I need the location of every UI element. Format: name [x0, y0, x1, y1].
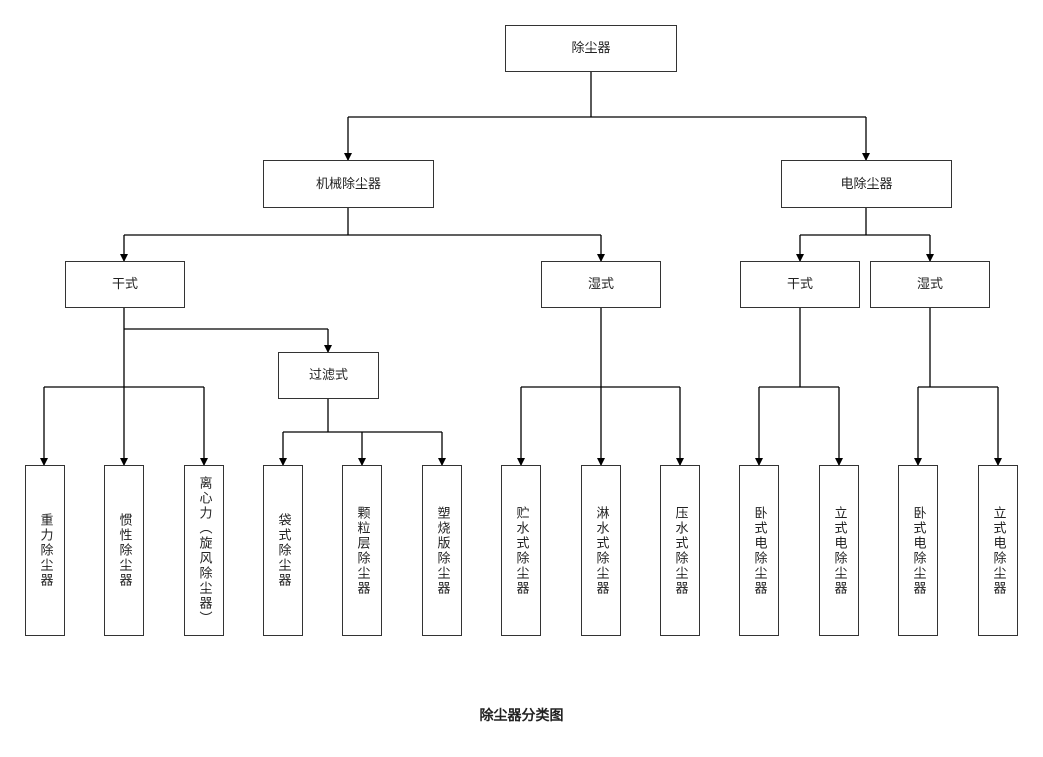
node-label: 湿式: [916, 277, 943, 292]
node-label: 过滤式: [308, 368, 348, 383]
leaf-label: 卧式电除尘器: [910, 505, 926, 596]
leaf-label: 立式电除尘器: [831, 505, 847, 596]
leaf-gravity: 重力除尘器: [25, 465, 65, 636]
leaf-vertical-esp-wet: 立式电除尘器: [978, 465, 1018, 636]
node-filter: 过滤式: [278, 352, 379, 399]
leaf-water-spray: 淋水式除尘器: [581, 465, 621, 636]
leaf-centrifugal: 离心力（旋风除尘器）: [184, 465, 224, 636]
leaf-label: 惯性除尘器: [116, 513, 132, 588]
node-mechanical-collector: 机械除尘器: [263, 160, 434, 208]
leaf-horizontal-esp-dry: 卧式电除尘器: [739, 465, 779, 636]
leaf-label: 离心力（旋风除尘器）: [196, 475, 212, 626]
node-electric-collector: 电除尘器: [781, 160, 952, 208]
node-label: 干式: [786, 277, 813, 292]
leaf-sintered-plate: 塑烧版除尘器: [422, 465, 462, 636]
leaf-label: 重力除尘器: [37, 513, 53, 588]
leaf-label: 淋水式除尘器: [593, 505, 609, 596]
node-electric-dry: 干式: [740, 261, 860, 308]
leaf-vertical-esp-dry: 立式电除尘器: [819, 465, 859, 636]
root-node: 除尘器: [505, 25, 677, 72]
diagram-caption: 除尘器分类图: [479, 708, 564, 724]
leaf-bag: 袋式除尘器: [263, 465, 303, 636]
leaf-label: 压水式除尘器: [672, 505, 688, 596]
leaf-water-storage: 贮水式除尘器: [501, 465, 541, 636]
leaf-horizontal-esp-wet: 卧式电除尘器: [898, 465, 938, 636]
leaf-granular-bed: 颗粒层除尘器: [342, 465, 382, 636]
leaf-label: 颗粒层除尘器: [354, 505, 370, 596]
node-electric-wet: 湿式: [870, 261, 990, 308]
node-label: 电除尘器: [840, 176, 893, 192]
node-label: 湿式: [587, 277, 614, 292]
root-label: 除尘器: [571, 41, 611, 56]
leaf-label: 卧式电除尘器: [751, 505, 767, 596]
leaf-inertial: 惯性除尘器: [104, 465, 144, 636]
leaf-label: 立式电除尘器: [990, 505, 1006, 596]
leaf-label: 贮水式除尘器: [513, 505, 529, 596]
node-label: 干式: [111, 277, 138, 292]
node-mechanical-wet: 湿式: [541, 261, 661, 308]
leaf-label: 塑烧版除尘器: [434, 505, 450, 596]
leaf-pressurized-water: 压水式除尘器: [660, 465, 700, 636]
node-mechanical-dry: 干式: [65, 261, 185, 308]
leaf-label: 袋式除尘器: [275, 513, 291, 588]
node-label: 机械除尘器: [315, 176, 381, 192]
